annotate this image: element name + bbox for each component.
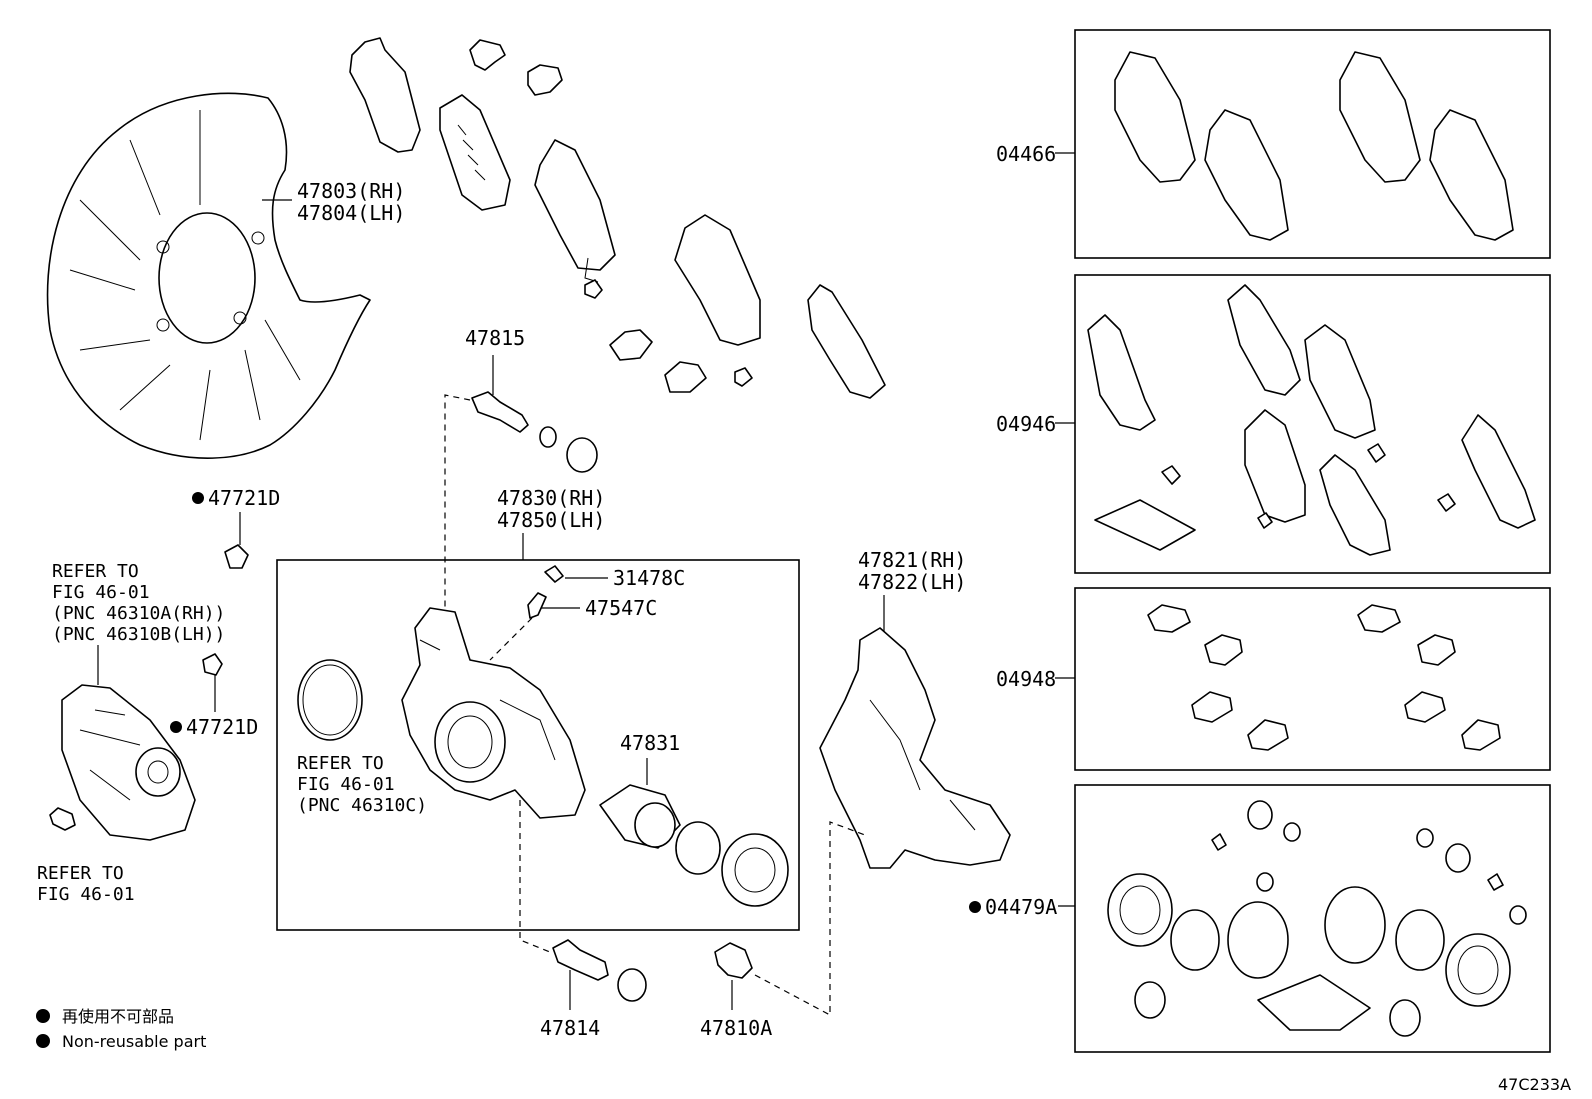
- ref-seal-line2: FIG 46-01: [297, 774, 395, 795]
- guide-pin-47814: [552, 939, 647, 1002]
- guide-pin-47815: [471, 391, 598, 473]
- label-47850: 47850(LH): [497, 508, 605, 532]
- non-reusable-dot-icon: [170, 721, 182, 733]
- label-47803: 47803(RH): [297, 179, 405, 203]
- label-47830: 47830(RH): [497, 486, 605, 510]
- ref-seal-line3: (PNC 46310C): [297, 795, 427, 816]
- label-47831: 47831: [620, 731, 680, 755]
- ref-plug-line1: REFER TO: [37, 863, 124, 884]
- cylinder-boot: [721, 833, 789, 907]
- bolt-47721d-lower: [202, 653, 223, 676]
- label-04466: 04466: [996, 142, 1056, 166]
- fitting-kit-04948: [1147, 604, 1501, 751]
- figure-code: 47C233A: [1498, 1075, 1571, 1094]
- ref-motor-line2: FIG 46-01: [52, 582, 150, 603]
- disc-dust-cover: [46, 92, 371, 459]
- ref-plug-line2: FIG 46-01: [37, 884, 135, 905]
- cylinder-kit-04479a: [1107, 800, 1527, 1037]
- bolt-47721d-upper: [224, 544, 249, 569]
- kit-box-04479a: [1074, 784, 1551, 1053]
- parking-brake-motor: [61, 684, 196, 841]
- anti-squeal-shim-kit-04946: [1087, 284, 1536, 556]
- non-reusable-dot-icon: [969, 901, 981, 913]
- ref-motor-line4: (PNC 46310B(LH)): [52, 624, 225, 645]
- plug: [49, 807, 76, 831]
- seal-ring-46310c: [297, 659, 363, 741]
- bleeder-cap-31478c: [544, 565, 564, 583]
- legend-dot-icon-jp: [36, 1009, 50, 1023]
- kit-box-04948: [1074, 587, 1551, 771]
- label-31478c: 31478C: [613, 566, 685, 590]
- brake-pad-kit-04466: [1114, 51, 1514, 241]
- ref-seal-line1: REFER TO: [297, 753, 384, 774]
- caliper-body: [401, 607, 586, 819]
- caliper-mounting-bracket: [819, 627, 1011, 869]
- label-47547c: 47547C: [585, 596, 657, 620]
- label-04479a: 04479A: [985, 895, 1057, 919]
- legend-dot-icon-en: [36, 1034, 50, 1048]
- kit-box-04466: [1074, 29, 1551, 259]
- label-47822: 47822(LH): [858, 570, 966, 594]
- label-47821: 47821(RH): [858, 548, 966, 572]
- label-47814: 47814: [540, 1016, 600, 1040]
- piston-seal: [675, 821, 721, 875]
- label-04946: 04946: [996, 412, 1056, 436]
- bleeder-plug-47547c: [527, 592, 547, 619]
- brake-pad-shims-top: [349, 37, 886, 399]
- non-reusable-dot-icon: [192, 492, 204, 504]
- label-47810a: 47810A: [700, 1016, 772, 1040]
- bolt-47810a: [714, 942, 753, 979]
- legend-en: Non-reusable part: [62, 1032, 206, 1051]
- label-47804: 47804(LH): [297, 201, 405, 225]
- label-47721d-upper: 47721D: [208, 486, 280, 510]
- piston-47831: [599, 784, 681, 849]
- caliper-assembly-box: [276, 559, 800, 931]
- label-04948: 04948: [996, 667, 1056, 691]
- ref-motor-line1: REFER TO: [52, 561, 139, 582]
- label-47721d-lower: 47721D: [186, 715, 258, 739]
- ref-motor-line3: (PNC 46310A(RH)): [52, 603, 225, 624]
- kit-box-04946: [1074, 274, 1551, 574]
- label-47815: 47815: [465, 326, 525, 350]
- legend-jp: 再使用不可部品: [62, 1007, 174, 1026]
